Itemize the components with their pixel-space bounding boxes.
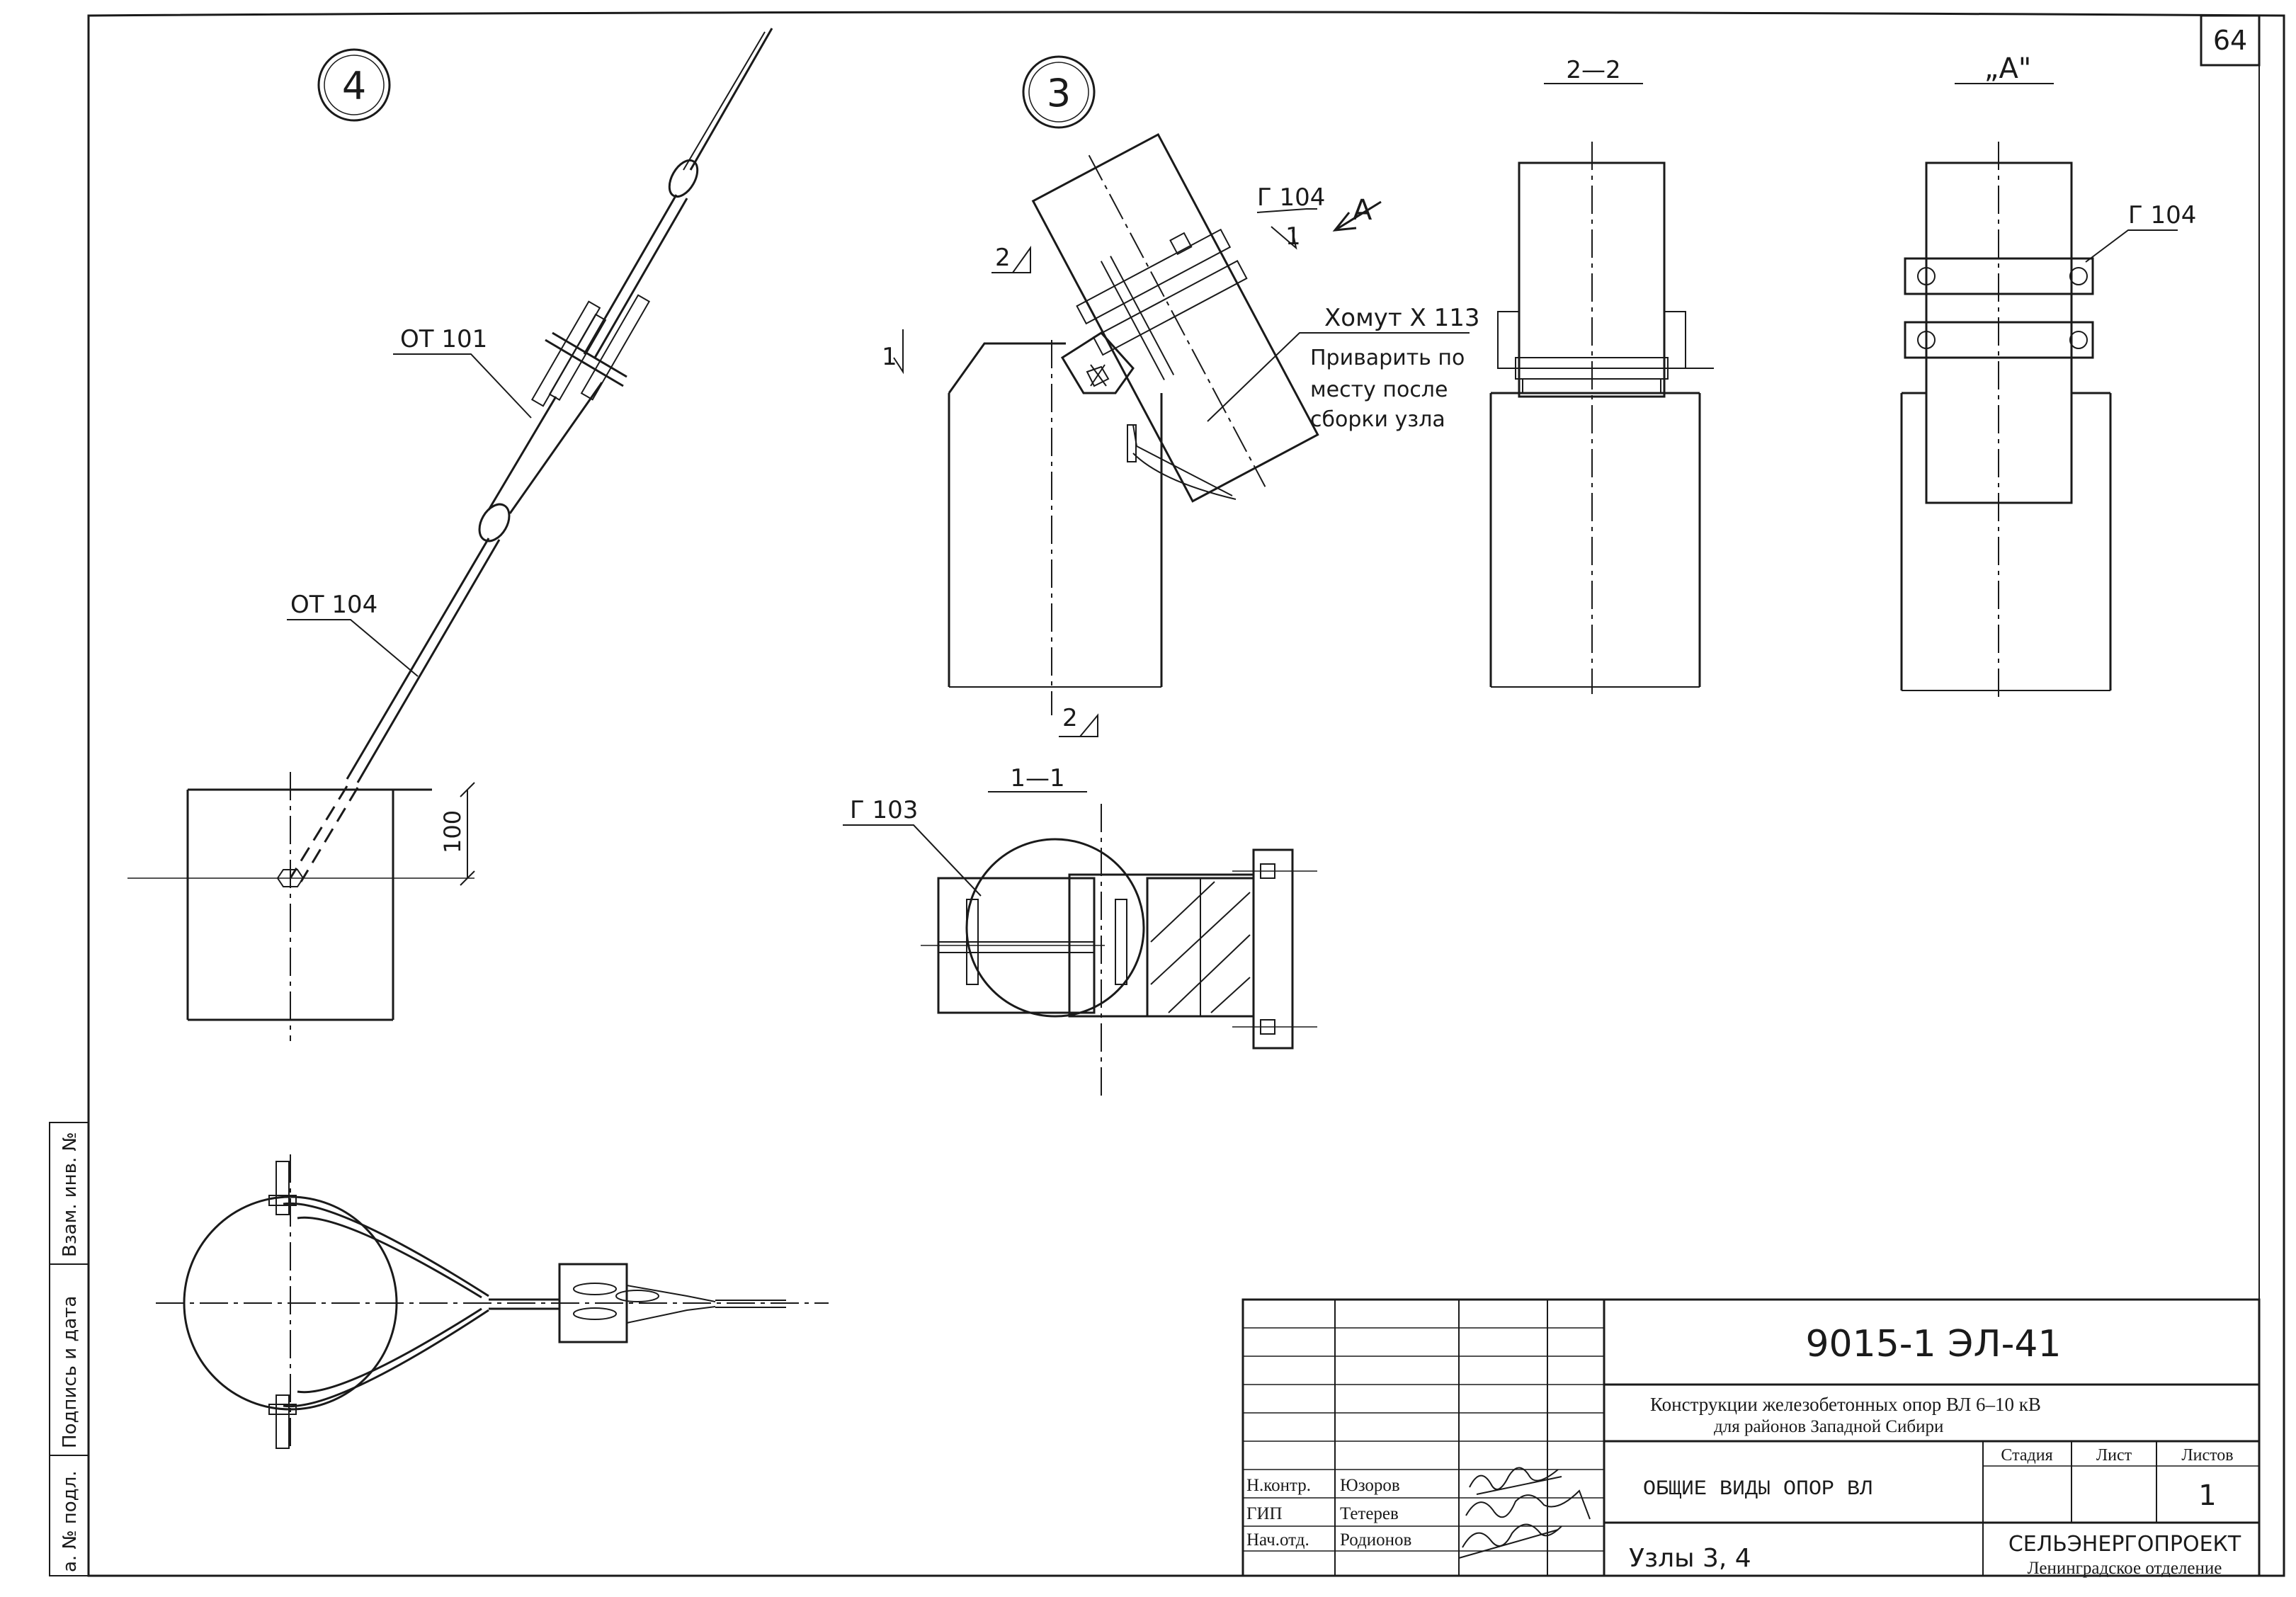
callout-g103-leader	[843, 824, 982, 897]
node-4-label: 4	[342, 64, 366, 108]
sheet-title: ОБЩИЕ ВИДЫ ОПОР ВЛ	[1643, 1477, 1872, 1501]
cut-1-right-label: 1	[1285, 222, 1301, 251]
side-stamp	[49, 1122, 89, 1576]
node-3-label: 3	[1047, 71, 1071, 115]
cut-2-top-label: 2	[995, 244, 1011, 272]
cut-2-top	[991, 245, 1031, 273]
signatory-name: Тетерев	[1340, 1504, 1399, 1523]
signatory-name: Родионов	[1340, 1530, 1411, 1550]
callout-clamp-leader	[1207, 332, 1470, 422]
callout-g103: Г 103	[850, 796, 918, 824]
callout-g104-node3: Г 104	[1257, 183, 1325, 212]
callout-g104-viewa: Г 104	[2128, 201, 2196, 229]
node4-guy-assembly	[287, 28, 773, 882]
view-a-label: „А"	[1984, 52, 2031, 85]
weld-note-line3: сборки узла	[1310, 407, 1445, 432]
node4-pole-stub	[127, 772, 475, 1041]
callout-g104-viewa-leader	[2085, 229, 2178, 263]
callout-clamp: Хомут Х 113	[1324, 304, 1479, 332]
node4-plan-view	[156, 1154, 829, 1452]
col-stage: Стадия	[2001, 1446, 2052, 1465]
doc-code: 9015-1 ЭЛ-41	[1805, 1323, 2061, 1365]
node-4-circle	[317, 48, 391, 122]
arrow-a	[1334, 200, 1382, 232]
side-stamp-orig-inv: а. № подл.	[59, 1470, 81, 1572]
cut-2-bottom-label: 2	[1062, 704, 1078, 732]
org-name: СЕЛЬЭНЕРГОПРОЕКТ	[2008, 1532, 2241, 1557]
dimension-100: 100	[439, 810, 466, 853]
callout-g104-n3-leader	[1256, 208, 1317, 213]
project-line2: для районов Западной Сибири	[1714, 1417, 1943, 1436]
signatory-name: Юзоров	[1340, 1476, 1400, 1495]
arrow-a-label: А	[1353, 194, 1373, 227]
cut-1-left	[893, 329, 904, 375]
cut-2-bottom	[1059, 713, 1098, 737]
project-line1: Конструкции железобетонных опор ВЛ 6–10 …	[1650, 1394, 2041, 1415]
callout-ot104: ОТ 104	[290, 591, 377, 619]
callout-ot101: ОТ 101	[400, 325, 487, 353]
sheet-number-box	[2200, 14, 2261, 67]
weld-note-line1: Приварить по	[1310, 346, 1465, 370]
org-branch: Ленинградское отделение	[2028, 1559, 2222, 1578]
col-sheets: Листов	[2181, 1446, 2233, 1465]
sheet-subtitle: Узлы 3, 4	[1629, 1544, 1751, 1573]
signatory-role: Н.контр.	[1246, 1476, 1311, 1495]
col-sheet: Лист	[2096, 1446, 2132, 1465]
signatory-role: Нач.отд.	[1246, 1530, 1309, 1550]
node3-inclined-post	[1031, 132, 1319, 503]
section-2-2-label: 2—2	[1566, 56, 1620, 84]
node3-bracket	[1060, 331, 1237, 500]
node3-lower-pole	[948, 340, 1163, 715]
weld-note-line2: месту после	[1310, 377, 1448, 402]
view-a-view	[1900, 142, 2112, 701]
section-1-1-view	[921, 804, 1317, 1098]
section-2-2-view	[1489, 142, 1714, 694]
cut-1-right	[1271, 226, 1297, 250]
signatory-role: ГИП	[1246, 1504, 1283, 1523]
side-stamp-sign-date: Подпись и дата	[59, 1296, 81, 1448]
section-1-1-label: 1—1	[1010, 764, 1064, 792]
sheet-number: 64	[2213, 25, 2247, 56]
title-block	[1241, 1298, 2261, 1577]
side-stamp-inv: Взам. инв. №	[59, 1132, 81, 1257]
cut-1-left-label: 1	[882, 343, 897, 371]
signature-scribbles	[1458, 1467, 1591, 1559]
sheets-value: 1	[2198, 1479, 2216, 1512]
node-3-circle	[1022, 55, 1096, 129]
